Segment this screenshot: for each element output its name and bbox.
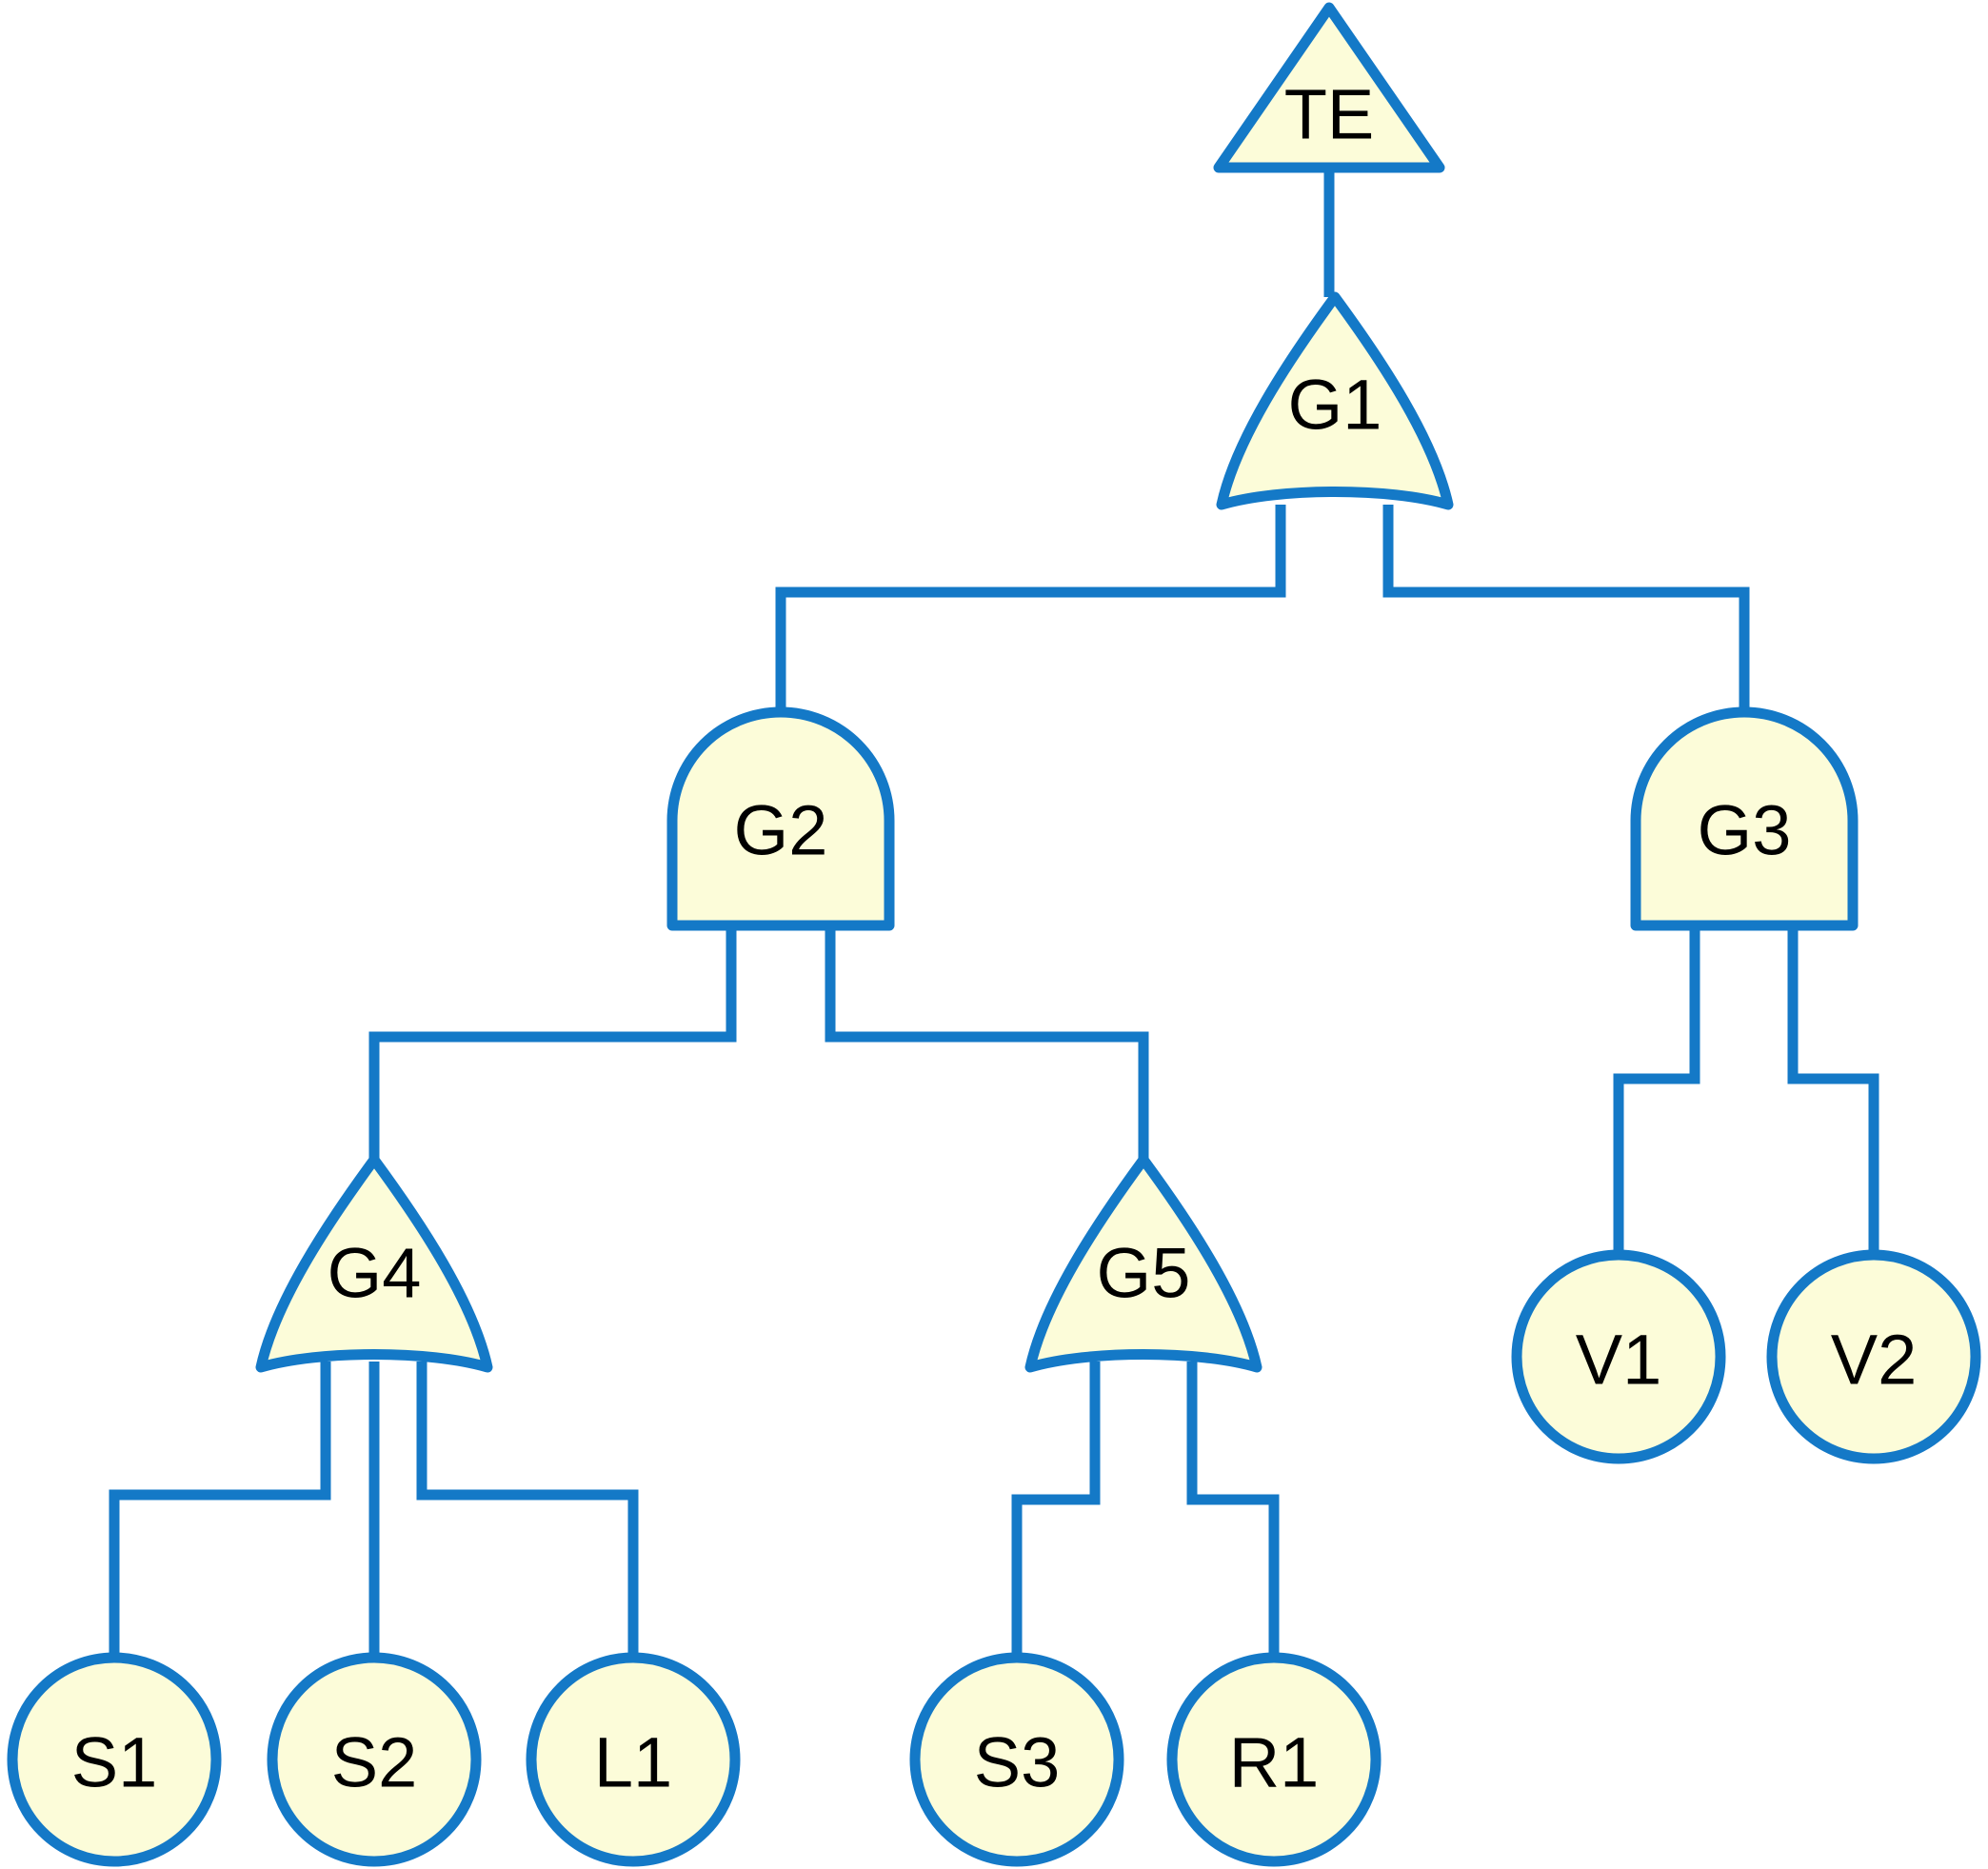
edge-g1-g3: [1382, 505, 1750, 710]
node-s2[interactable]: S2: [267, 1652, 482, 1867]
edge-g4-l1: [416, 1362, 639, 1659]
edge-g5-s3: [1011, 1362, 1101, 1659]
node-s3[interactable]: S3: [909, 1652, 1124, 1867]
edge-g3-v1: [1613, 925, 1700, 1255]
or-gate-icon: [1024, 1154, 1262, 1373]
edge-g1-g2: [775, 505, 1286, 710]
edge-g2-g4: [368, 925, 737, 1160]
node-g2[interactable]: G2: [666, 706, 895, 931]
circle-icon: [7, 1652, 222, 1867]
node-r1[interactable]: R1: [1166, 1652, 1382, 1867]
edge-g5-r1: [1186, 1362, 1280, 1659]
edge-g2-g5: [825, 925, 1149, 1160]
node-l1[interactable]: L1: [526, 1652, 741, 1867]
edge-g3-v2: [1787, 925, 1879, 1255]
node-g5[interactable]: G5: [1024, 1154, 1262, 1373]
circle-icon: [909, 1652, 1124, 1867]
edge-g4-s1: [109, 1362, 331, 1659]
node-v2[interactable]: V2: [1766, 1249, 1981, 1464]
node-te[interactable]: TE: [1213, 2, 1445, 173]
or-gate-icon: [1216, 291, 1454, 510]
circle-icon: [267, 1652, 482, 1867]
or-gate-icon: [255, 1154, 493, 1373]
node-g3[interactable]: G3: [1630, 706, 1859, 931]
node-s1[interactable]: S1: [7, 1652, 222, 1867]
circle-icon: [526, 1652, 741, 1867]
node-v1[interactable]: V1: [1511, 1249, 1726, 1464]
node-g4[interactable]: G4: [255, 1154, 493, 1373]
circle-icon: [1166, 1652, 1382, 1867]
circle-icon: [1766, 1249, 1981, 1464]
triangle-icon: [1213, 2, 1445, 173]
and-gate-icon: [1630, 706, 1859, 931]
node-g1[interactable]: G1: [1216, 291, 1454, 510]
circle-icon: [1511, 1249, 1726, 1464]
and-gate-icon: [666, 706, 895, 931]
